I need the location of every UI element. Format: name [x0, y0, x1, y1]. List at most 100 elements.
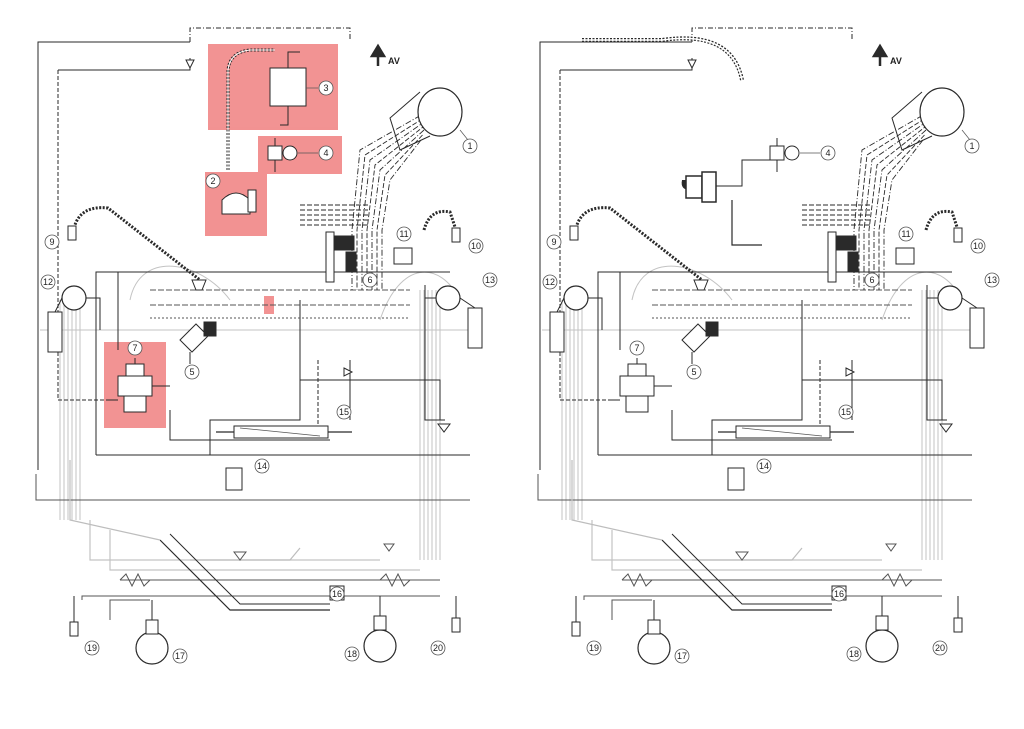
component-label-18: 18: [846, 646, 862, 662]
pipe-line: [422, 209, 458, 231]
pipe-line: [582, 37, 743, 81]
component-label-13: 13: [984, 272, 1000, 288]
pipe-line: [371, 129, 425, 290]
component-20: 20: [932, 596, 963, 656]
pipe-line: [631, 265, 733, 301]
label-circle: [629, 340, 645, 356]
drum-end: [919, 87, 965, 137]
cylinder-head: [563, 285, 589, 311]
component-11: 11: [895, 226, 915, 265]
junction-icon: [233, 551, 247, 561]
component-label-4: 4: [820, 145, 836, 161]
label-circle: [205, 173, 221, 189]
component-13: 13: [425, 272, 498, 349]
component-label-7: 7: [127, 340, 143, 356]
pipe-line: [119, 572, 151, 588]
pipe-line: [424, 285, 445, 421]
highlight-mark: [264, 296, 274, 314]
label-circle: [838, 404, 854, 420]
pipe-line: [37, 41, 190, 470]
component-label-9: 9: [546, 234, 562, 250]
pipe-line: [559, 70, 612, 401]
pipe-line: [611, 530, 922, 571]
switch-body: [769, 145, 785, 161]
component-label-9: 9: [44, 234, 60, 250]
pipe-line: [190, 547, 301, 561]
lamp-socket: [145, 619, 159, 635]
sensor-plug: [451, 617, 461, 633]
markers: [687, 59, 953, 433]
pipe-line: [926, 285, 947, 421]
component-14: 14: [225, 458, 270, 491]
component-10: 10: [924, 209, 986, 254]
direction-label: AV: [388, 56, 400, 66]
component-7: 7: [110, 340, 170, 413]
valve-block-lower: [345, 251, 357, 273]
pipe-line: [863, 119, 930, 290]
label-number: 20: [935, 643, 945, 653]
markers: [185, 59, 451, 433]
label-number: 1: [467, 141, 472, 151]
bulb-base: [701, 171, 717, 203]
label-number: 11: [901, 229, 910, 239]
component-label-19: 19: [586, 640, 602, 656]
label-circle: [318, 80, 334, 96]
pipe-line: [868, 124, 928, 290]
label-number: 6: [367, 275, 372, 285]
component-label-20: 20: [932, 640, 948, 656]
pipe-line: [691, 27, 853, 42]
pipe-line: [924, 209, 960, 231]
sensor-plug: [67, 225, 77, 241]
regulator-top: [125, 363, 145, 377]
component-label-18: 18: [344, 646, 360, 662]
pipe-line: [35, 474, 470, 501]
valve-block-lower: [847, 251, 859, 273]
pipe-line: [109, 599, 150, 620]
label-number: 9: [551, 237, 556, 247]
label-number: 5: [189, 367, 194, 377]
label-number: 14: [257, 461, 267, 471]
pipe-line: [621, 572, 653, 588]
pipe-line: [574, 206, 703, 282]
label-circle: [546, 234, 562, 250]
lamp-17: [135, 631, 169, 665]
connector-icon: [343, 367, 354, 377]
component-18: 18: [344, 596, 397, 663]
pipe-line: [692, 547, 803, 561]
pipe-line: [381, 139, 422, 290]
pipe-line: [72, 206, 201, 282]
sensor-plug: [953, 617, 963, 633]
connector-icon: [693, 279, 709, 291]
pipe-line: [169, 533, 330, 605]
pipe-line: [612, 358, 672, 401]
pipe-line: [379, 572, 411, 588]
label-circle: [184, 364, 200, 380]
pipe-line: [300, 379, 441, 420]
component-16: 16: [329, 585, 345, 602]
pipe-line: [57, 70, 110, 401]
component-19: 19: [571, 596, 602, 656]
label-number: 15: [339, 407, 349, 417]
lamp-socket: [647, 619, 661, 635]
connector-icon: [939, 423, 953, 433]
component-label-11: 11: [898, 226, 914, 242]
box-14: [225, 467, 243, 491]
pipe-line: [891, 91, 933, 151]
valve-block: [835, 235, 857, 251]
cylinder-head: [61, 285, 87, 311]
component-label-12: 12: [542, 274, 558, 290]
replacement-bulb: [681, 159, 770, 246]
component-label-3: 3: [318, 80, 334, 96]
leader-line: [961, 129, 971, 141]
connector-icon: [437, 423, 451, 433]
cylinder-head: [937, 285, 963, 311]
label-circle: [40, 274, 56, 290]
component-12: 12: [542, 274, 603, 353]
component-label-6: 6: [362, 272, 378, 288]
component-15: 15: [718, 404, 854, 439]
component-17: 17: [135, 600, 188, 665]
regulator-base: [123, 395, 147, 413]
